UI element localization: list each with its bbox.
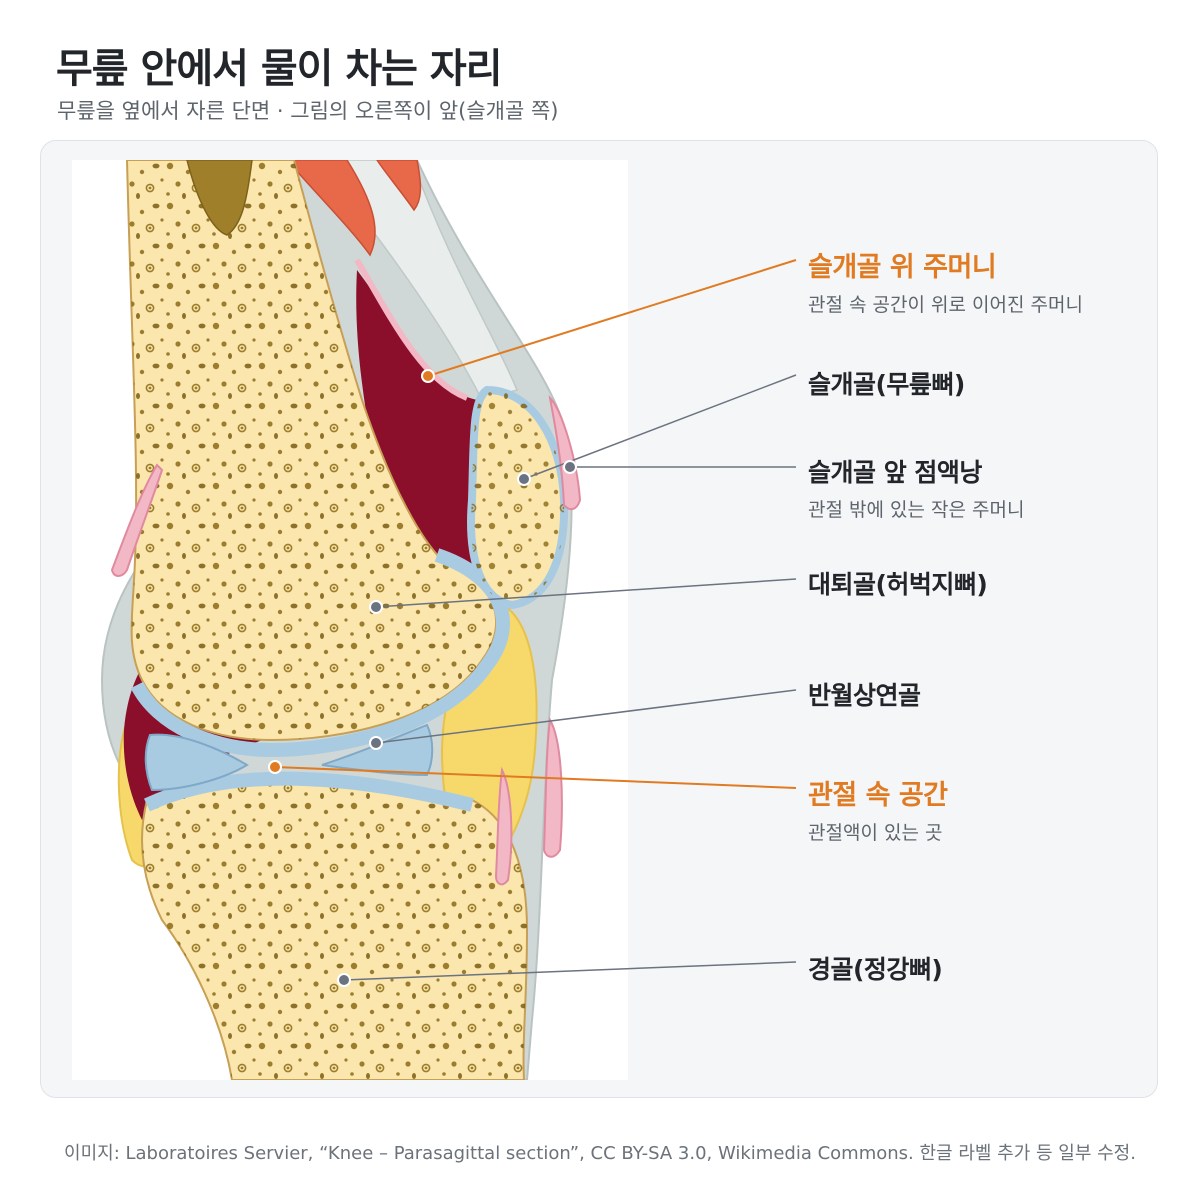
label-patella: 슬개골(무릎뼈) (808, 365, 965, 401)
label-femur-title: 대퇴골(허벅지뼈) (808, 570, 988, 599)
label-tibia-title: 경골(정강뼈) (808, 955, 943, 984)
label-femur: 대퇴골(허벅지뼈) (808, 565, 988, 601)
label-joint-space: 관절 속 공간 관절액이 있는 곳 (808, 773, 948, 845)
label-prepatellar-bursa-desc: 관절 밖에 있는 작은 주머니 (808, 499, 1025, 521)
page-title: 무릎 안에서 물이 차는 자리 (56, 46, 503, 92)
label-prepatellar-bursa: 슬개골 앞 점액낭 관절 밖에 있는 작은 주머니 (808, 453, 1024, 522)
label-meniscus-title: 반월상연골 (808, 681, 921, 710)
label-prepatellar-bursa-title: 슬개골 앞 점액낭 (808, 458, 982, 487)
label-patella-title: 슬개골(무릎뼈) (808, 370, 965, 399)
page-subtitle: 무릎을 옆에서 자른 단면 · 그림의 오른쪽이 앞(슬개골 쪽) (57, 99, 559, 123)
label-joint-space-desc: 관절액이 있는 곳 (808, 822, 943, 844)
image-credit: 이미지: Laboratoires Servier, “Knee – Paras… (64, 1143, 1136, 1164)
label-joint-space-title: 관절 속 공간 (808, 780, 948, 811)
label-suprapatellar-pouch-title: 슬개골 위 주머니 (808, 252, 997, 283)
label-tibia: 경골(정강뼈) (808, 950, 943, 986)
knee-section-illustration (72, 160, 628, 1080)
label-meniscus: 반월상연골 (808, 676, 921, 712)
label-suprapatellar-pouch: 슬개골 위 주머니 관절 속 공간이 위로 이어진 주머니 (808, 245, 1083, 317)
knee-section-svg (100, 160, 582, 1080)
label-suprapatellar-pouch-desc: 관절 속 공간이 위로 이어진 주머니 (808, 294, 1083, 316)
